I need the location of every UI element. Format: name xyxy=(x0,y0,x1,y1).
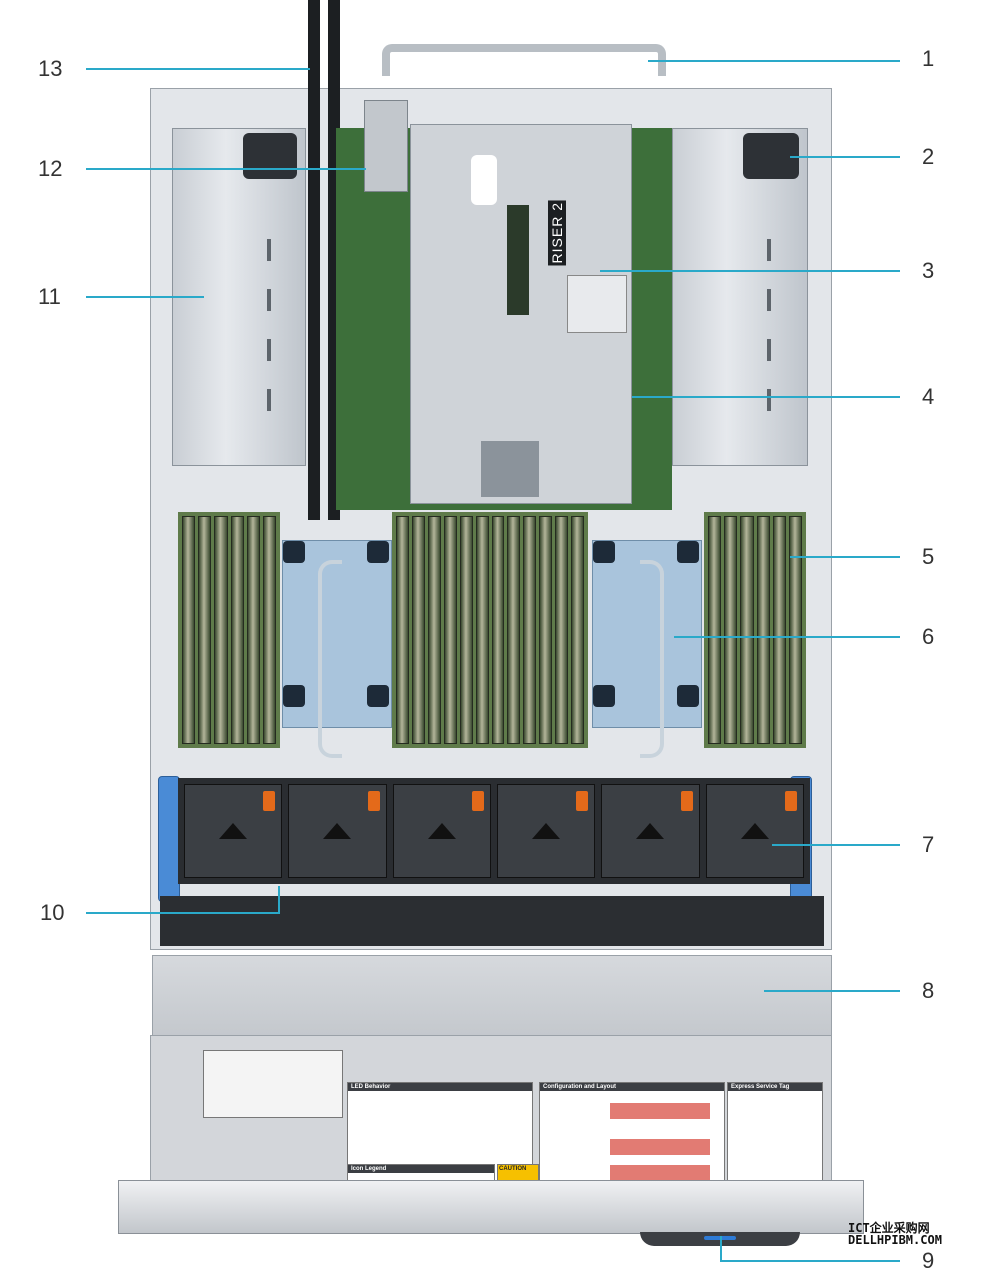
callout-line-12 xyxy=(86,168,366,170)
callout-11: 11 xyxy=(38,284,61,309)
drive-backplane-cover xyxy=(152,955,832,1037)
callout-1: 1 xyxy=(922,46,935,71)
callout-line-13 xyxy=(86,68,310,70)
callout-line-4 xyxy=(632,396,900,398)
callout-line-8 xyxy=(764,990,900,992)
cooling-fan[interactable] xyxy=(496,784,596,878)
callout-line-11 xyxy=(86,296,204,298)
riser-handle[interactable] xyxy=(382,44,666,76)
config-layout-label: Configuration and Layout xyxy=(539,1082,725,1194)
cooling-fan[interactable] xyxy=(184,784,283,878)
system-cover-label-area: LED Behavior Icon Legend CAUTION Configu… xyxy=(150,1035,832,1202)
callout-2: 2 xyxy=(922,144,935,169)
callout-line-9-vertical xyxy=(720,1236,722,1262)
callout-line-10 xyxy=(86,912,280,914)
cable-holder xyxy=(364,100,408,192)
watermark: ICT企业采购网 DELLHPIBM.COM xyxy=(848,1221,942,1247)
arrow-up-icon xyxy=(219,823,248,839)
processor-cooling-module-right xyxy=(592,540,702,728)
liquid-cooling-tube xyxy=(308,0,320,520)
cooling-fan[interactable] xyxy=(601,784,700,878)
callout-line-1 xyxy=(648,60,900,62)
fan-cage-release-left[interactable] xyxy=(158,776,180,902)
arrow-up-icon xyxy=(636,823,665,839)
callout-4: 4 xyxy=(922,384,935,409)
regulatory-label xyxy=(203,1050,343,1118)
callout-9: 9 xyxy=(922,1248,935,1273)
callout-line-3 xyxy=(600,270,900,272)
cooling-fan[interactable] xyxy=(705,784,804,878)
callout-6: 6 xyxy=(922,624,935,649)
riser-label: RISER 2 xyxy=(548,200,566,266)
arrow-up-icon xyxy=(740,823,769,839)
callout-8: 8 xyxy=(922,978,935,1003)
callout-13: 13 xyxy=(38,56,63,81)
fan-cage-bottom xyxy=(160,896,824,946)
callout-line-9 xyxy=(722,1260,900,1262)
coolant-pipe xyxy=(640,560,664,758)
callout-line-6 xyxy=(674,636,900,638)
dimm-bank-left xyxy=(178,512,280,748)
dimm-bank-right xyxy=(704,512,806,748)
cooling-fan[interactable] xyxy=(392,784,491,878)
callout-5: 5 xyxy=(922,544,935,569)
power-supply-unit-right xyxy=(672,128,808,466)
riser-cage xyxy=(410,124,632,504)
callout-7: 7 xyxy=(922,832,935,857)
cooling-fan-row xyxy=(178,778,810,884)
front-bezel xyxy=(118,1180,864,1234)
arrow-up-icon xyxy=(323,823,352,839)
callout-line-2 xyxy=(790,156,900,158)
arrow-up-icon xyxy=(427,823,456,839)
callout-line-7 xyxy=(772,844,900,846)
callout-3: 3 xyxy=(922,258,935,283)
callout-12: 12 xyxy=(38,156,63,181)
callout-line-5 xyxy=(790,556,900,558)
callout-line-10-vertical xyxy=(278,886,280,914)
arrow-up-icon xyxy=(532,823,561,839)
dimm-bank-center xyxy=(392,512,588,748)
callout-10: 10 xyxy=(40,900,65,925)
cooling-fan[interactable] xyxy=(288,784,387,878)
coolant-pipe xyxy=(318,560,342,758)
express-service-tag-label: Express Service Tag xyxy=(727,1082,823,1194)
